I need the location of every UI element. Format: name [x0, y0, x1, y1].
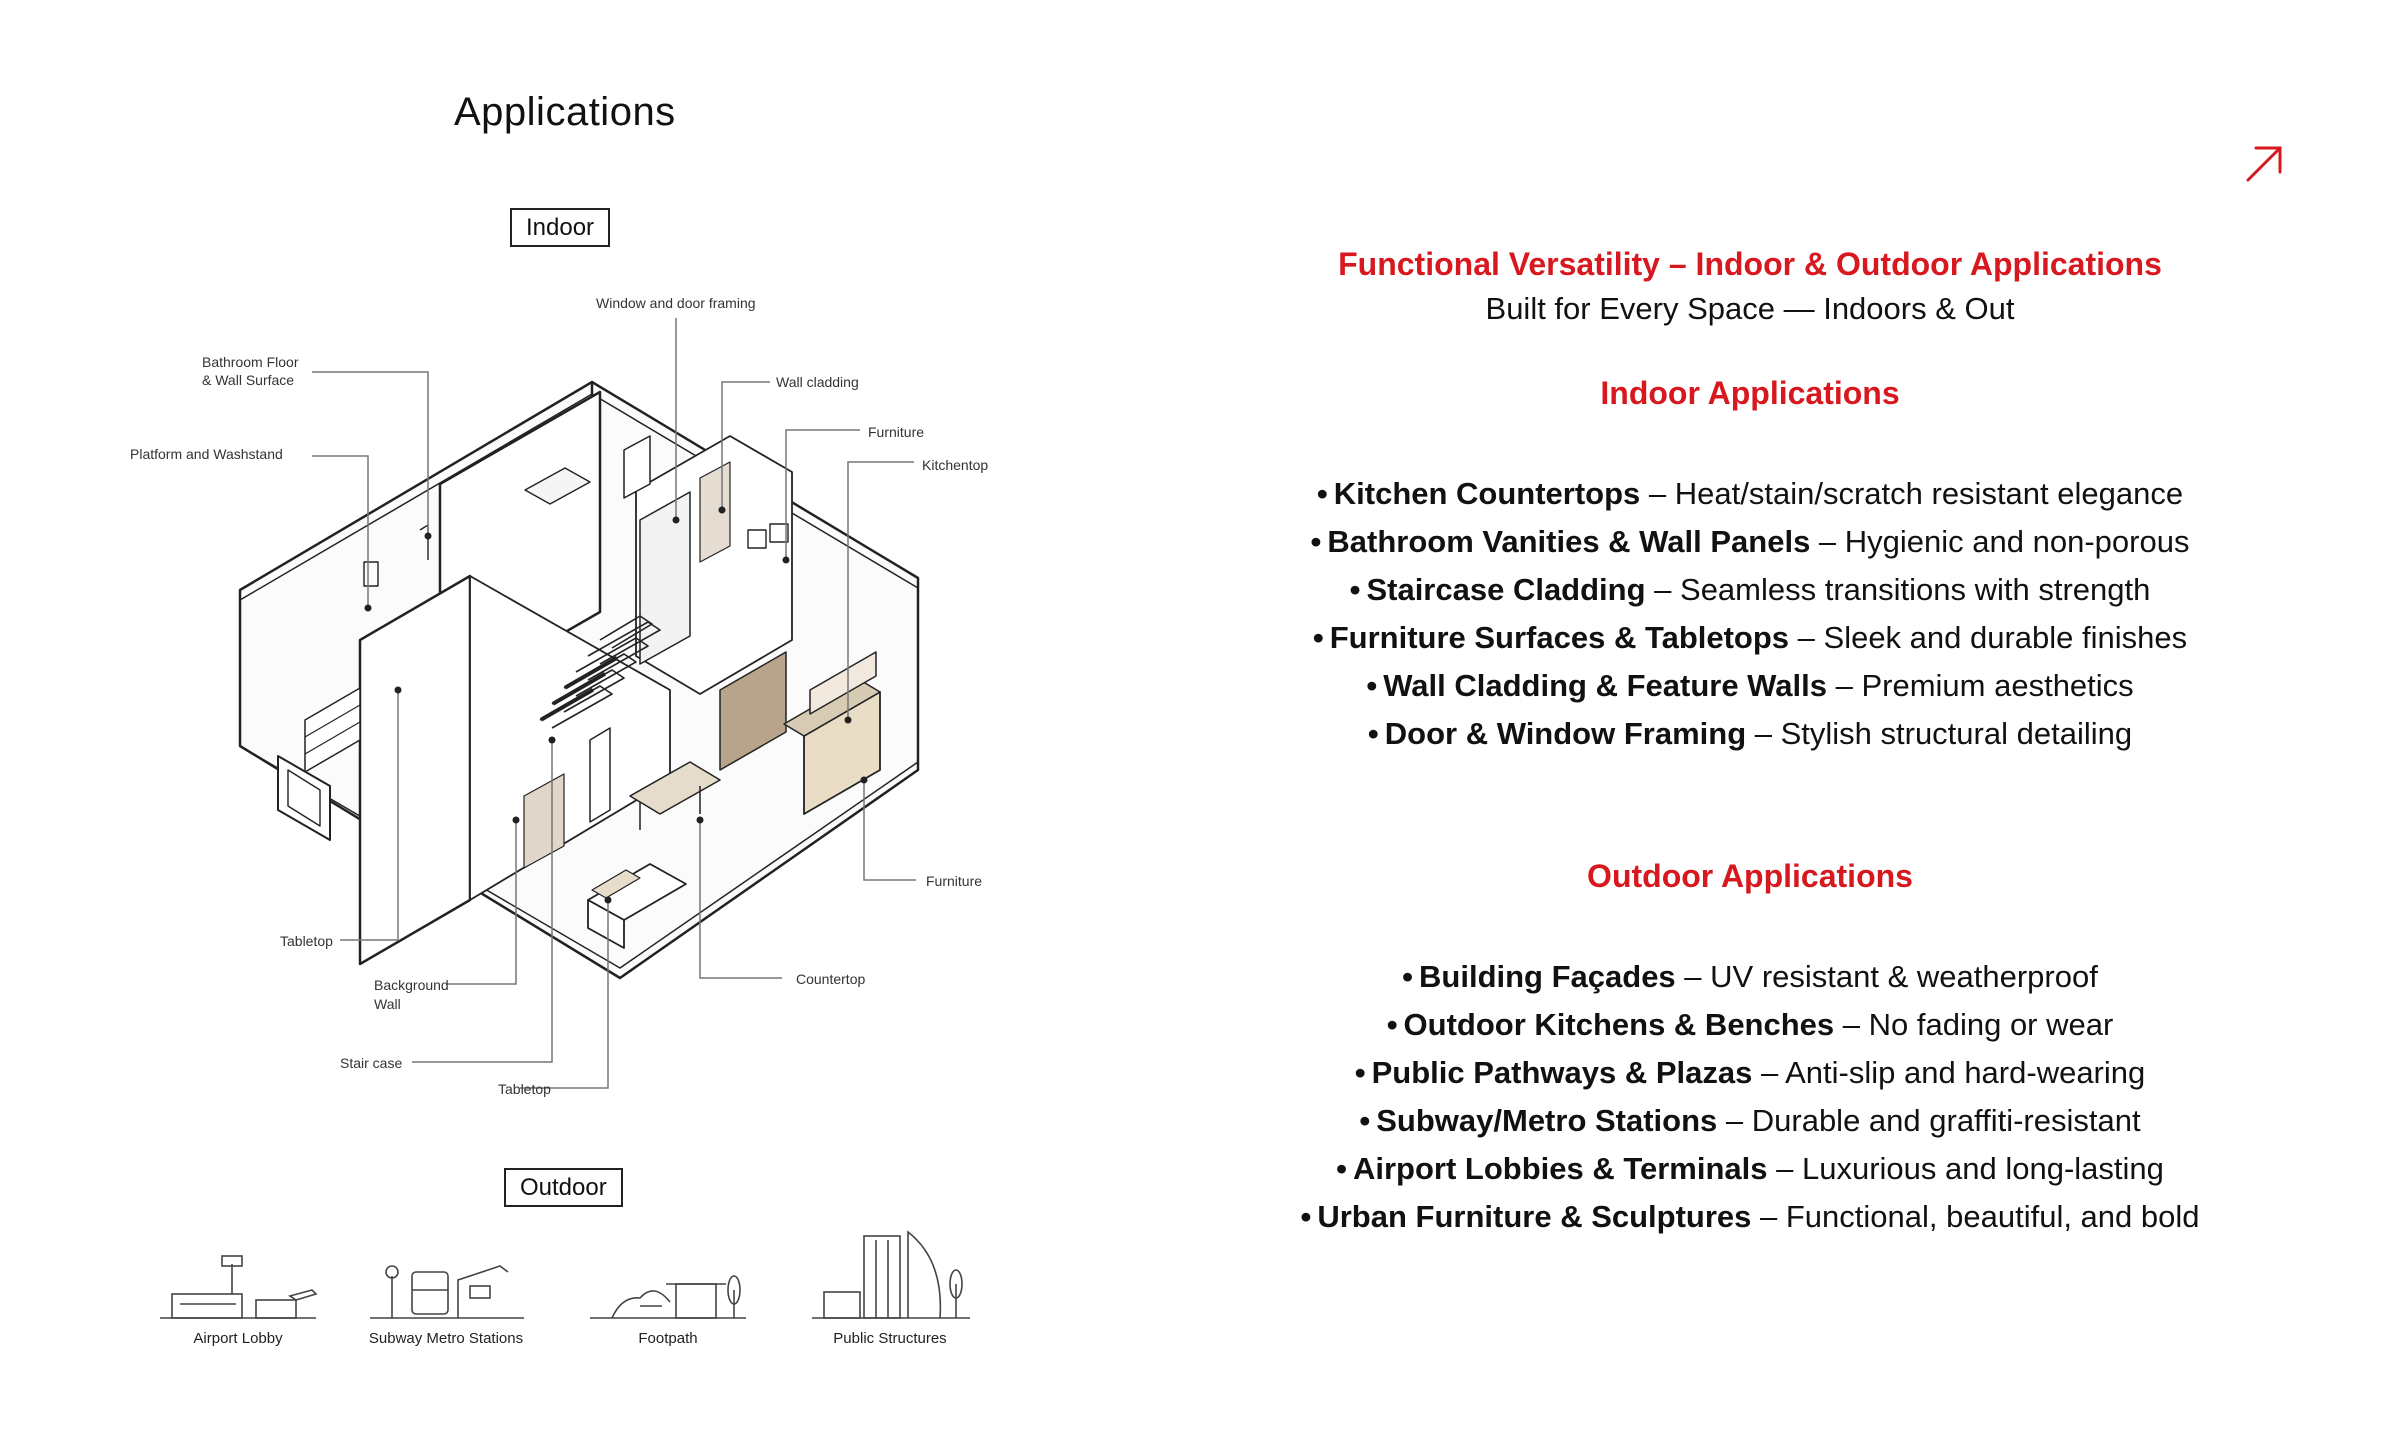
callout-countertop: Countertop [796, 971, 865, 987]
footpath-icon [590, 1275, 746, 1319]
outdoor-applications-list: •Building Façades – UV resistant & weath… [1200, 953, 2300, 1241]
list-item: •Bathroom Vanities & Wall Panels – Hygie… [1310, 524, 2190, 559]
list-item: •Kitchen Countertops – Heat/stain/scratc… [1316, 476, 2184, 511]
outdoor-label-subway: Subway Metro Stations [368, 1330, 524, 1347]
callout-window-framing: Window and door framing [596, 295, 756, 311]
indoor-applications-heading: Indoor Applications [1600, 375, 1900, 411]
indoor-label: Indoor [510, 208, 611, 247]
callout-wall-cladding: Wall cladding [776, 374, 859, 390]
outdoor-label-public-structures: Public Structures [833, 1330, 947, 1347]
callout-bathroom-floor-2: & Wall Surface [202, 372, 294, 388]
list-item: •Public Pathways & Plazas – Anti-slip an… [1354, 1055, 2146, 1090]
list-item: •Furniture Surfaces & Tabletops – Sleek … [1312, 620, 2188, 655]
list-item: •Door & Window Framing – Stylish structu… [1367, 716, 2133, 751]
applications-description: Functional Versatility – Indoor & Outdoo… [1200, 240, 2300, 1241]
callout-platform: Platform and Washstand [130, 446, 283, 462]
list-item: •Outdoor Kitchens & Benches – No fading … [1386, 1007, 2114, 1042]
callout-furniture-top: Furniture [868, 424, 924, 440]
list-item: •Building Façades – UV resistant & weath… [1402, 959, 2098, 994]
house-diagram: Window and door framing Bathroom Floor &… [130, 295, 988, 1319]
callout-staircase: Stair case [340, 1055, 402, 1071]
list-item: •Staircase Cladding – Seamless transitio… [1349, 572, 2151, 607]
outdoor-label-airport: Airport Lobby [193, 1330, 283, 1347]
sub-heading: Built for Every Space — Indoors & Out [1485, 291, 2015, 326]
list-item: •Airport Lobbies & Terminals – Luxurious… [1336, 1151, 2164, 1186]
callout-background-wall-1: Background [374, 977, 449, 993]
callout-tabletop-left: Tabletop [280, 933, 333, 949]
list-item: •Urban Furniture & Sculptures – Function… [1300, 1199, 2200, 1234]
subway-icon [370, 1265, 524, 1319]
callout-kitchentop: Kitchentop [922, 457, 988, 473]
callout-furniture-right: Furniture [926, 873, 982, 889]
outdoor-label: Outdoor [504, 1168, 623, 1207]
page-title: Applications [454, 90, 676, 134]
arrow-up-right-icon[interactable] [2244, 144, 2284, 184]
outdoor-label-footpath: Footpath [638, 1330, 698, 1347]
callout-bathroom-floor-1: Bathroom Floor [202, 354, 299, 370]
list-item: •Subway/Metro Stations – Durable and gra… [1359, 1103, 2141, 1138]
public-structures-icon [812, 1230, 970, 1319]
list-item: •Wall Cladding & Feature Walls – Premium… [1366, 668, 2134, 703]
airport-icon [160, 1255, 318, 1319]
main-heading: Functional Versatility – Indoor & Outdoo… [1338, 246, 2162, 282]
callout-background-wall-2: Wall [374, 996, 401, 1012]
outdoor-applications-heading: Outdoor Applications [1587, 858, 1913, 894]
indoor-applications-list: •Kitchen Countertops – Heat/stain/scratc… [1200, 470, 2300, 758]
callout-tabletop-bottom: Tabletop [498, 1081, 551, 1097]
